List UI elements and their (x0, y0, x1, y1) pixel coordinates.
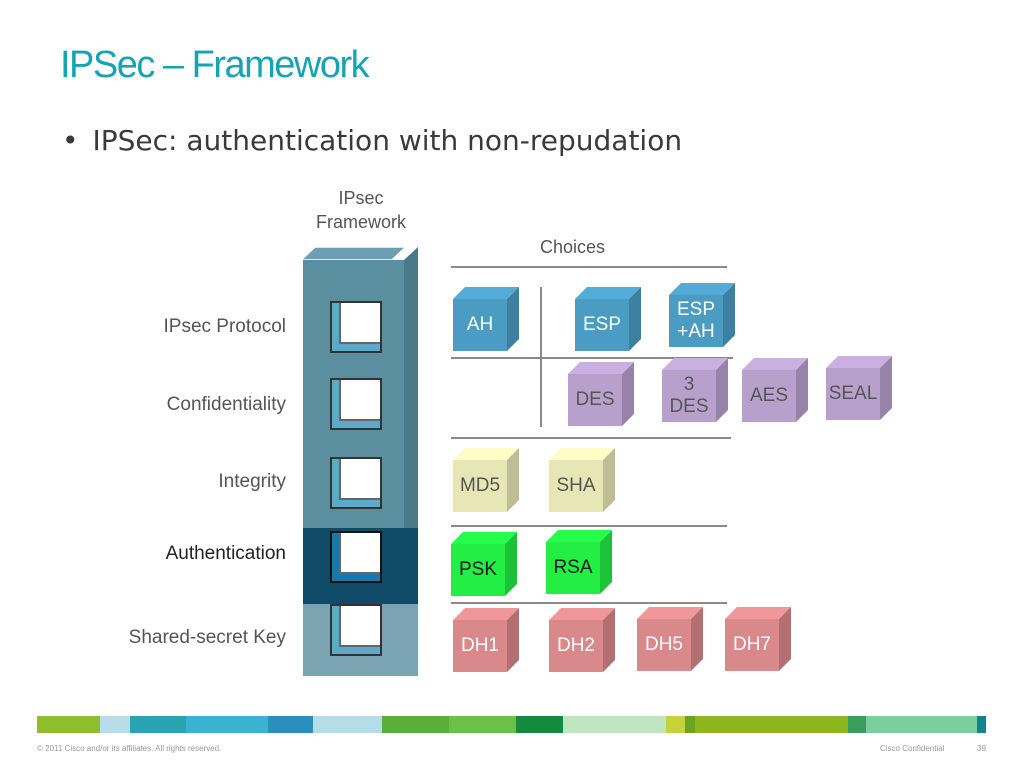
choice-cube-shared_secret-0: DH1 (453, 608, 519, 672)
choice-cube-confidentiality-0: DES (568, 362, 634, 426)
choice-label-authentication-1: RSA (553, 557, 593, 578)
window-confidentiality (330, 378, 382, 430)
footer-stripe-segment (977, 716, 986, 733)
footer-stripe-segment (695, 716, 848, 733)
footer-stripe-segment (268, 716, 313, 733)
choice-cube-integrity-0: MD5 (453, 448, 519, 512)
choice-cube-protocol-2: ESP+AH (669, 283, 735, 347)
choice-cube-shared_secret-3: DH7 (725, 607, 791, 671)
footer-stripe-segment (130, 716, 186, 733)
bullet-dot: • (62, 124, 79, 157)
choice-label-authentication-0: PSK (458, 559, 498, 580)
row-label-integrity: Integrity (218, 471, 286, 492)
choice-label-protocol-1: ESP (582, 314, 622, 335)
choice-cube-shared_secret-2: DH5 (637, 607, 703, 671)
choice-cube-confidentiality-2: AES (742, 358, 808, 422)
framework-heading-line2: Framework (315, 212, 406, 232)
choice-cube-protocol-1: ESP (575, 287, 641, 351)
footer-stripe-segment (37, 716, 100, 733)
row-label-ipsec-protocol: IPsec Protocol (163, 316, 287, 337)
footer-page-number: 39 (977, 744, 986, 753)
choices-rule-top (451, 266, 727, 268)
window-ipsec-protocol (330, 301, 382, 353)
choice-cube-protocol-0: AH (453, 287, 519, 351)
choices-heading: Choices (540, 237, 606, 257)
choice-label-confidentiality-0: DES (575, 389, 615, 410)
window-shared-secret (330, 604, 382, 656)
choice-cube-confidentiality-3: SEAL (826, 356, 892, 420)
choice-label-confidentiality-3: SEAL (828, 383, 878, 404)
choice-label-integrity-0: MD5 (459, 475, 501, 496)
footer-stripe-segment (685, 716, 695, 733)
choice-label-shared_secret-1: DH2 (556, 635, 595, 656)
footer-stripe-segment (382, 716, 449, 733)
row-label-shared-secret: Shared-secret Key (128, 627, 286, 648)
choice-label-protocol-0: AH (466, 314, 494, 335)
footer-stripe-segment (186, 716, 268, 733)
row-label-confidentiality: Confidentiality (166, 394, 286, 415)
footer-stripe-segment (848, 716, 866, 733)
row-label-authentication: Authentication (165, 543, 286, 564)
footer-stripe-segment (666, 716, 685, 733)
framework-heading-line1: IPsec (338, 188, 384, 208)
tower-top (303, 247, 404, 260)
choices-rule-protocol (451, 357, 733, 359)
slide-title: IPSec – Framework (60, 44, 370, 86)
footer-stripe-segment (449, 716, 516, 733)
footer-stripe-segment (313, 716, 382, 733)
choice-cube-authentication-1: RSA (546, 530, 612, 594)
choices-divider (540, 287, 542, 427)
choice-cube-integrity-1: SHA (549, 448, 615, 512)
choice-cube-shared_secret-1: DH2 (549, 608, 615, 672)
choice-label-shared_secret-3: DH7 (732, 634, 771, 655)
footer-stripe-segment (866, 716, 977, 733)
window-authentication (330, 531, 382, 583)
choice-cube-authentication-0: PSK (451, 532, 517, 596)
choices-rule-authentication (451, 602, 727, 604)
bullet-text: IPSec: authentication with non-repudatio… (92, 124, 683, 157)
choice-label-protocol-2: ESP+AH (676, 299, 716, 342)
footer-stripe-segment (100, 716, 130, 733)
footer-stripe-segment (516, 716, 563, 733)
choice-label-shared_secret-2: DH5 (644, 634, 683, 655)
window-integrity (330, 457, 382, 509)
footer-copyright: © 2011 Cisco and/or its affiliates. All … (37, 744, 222, 753)
footer-confidential: Cisco Confidential (880, 744, 945, 753)
choice-label-shared_secret-0: DH1 (460, 635, 499, 656)
choices-rule-confidentiality (451, 437, 731, 439)
choice-label-integrity-1: SHA (556, 475, 596, 496)
footer-stripe-segment (563, 716, 666, 733)
choices-rule-integrity (451, 525, 727, 527)
bullet-point: • IPSec: authentication with non-repudati… (62, 124, 682, 157)
choice-label-confidentiality-2: AES (749, 385, 789, 406)
framework-heading: IPsec Framework (300, 186, 422, 234)
